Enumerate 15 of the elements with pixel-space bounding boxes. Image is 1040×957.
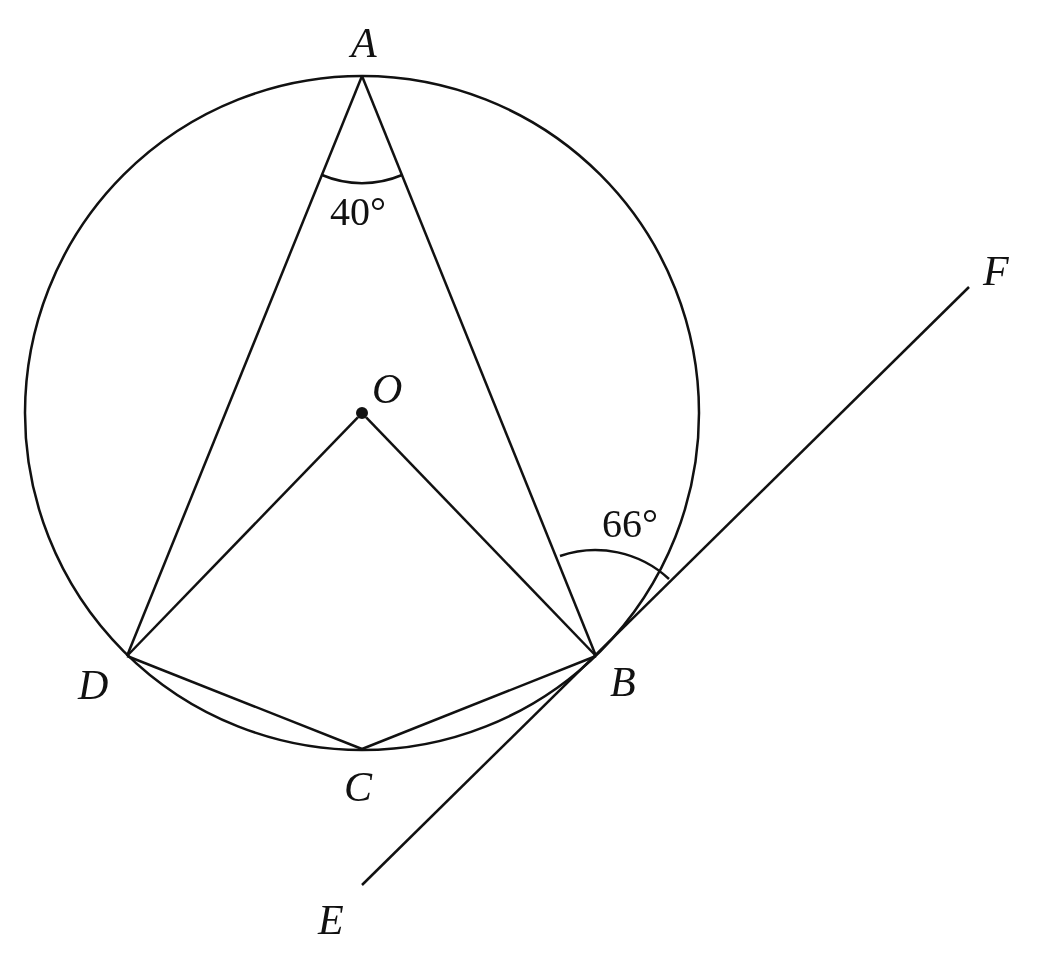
line-segment — [361, 286, 970, 886]
line-segment — [126, 654, 363, 751]
point-label: O — [356, 368, 408, 419]
point-label: B — [596, 656, 642, 702]
point-label: C — [340, 749, 380, 807]
angle-label: 40° — [330, 192, 386, 232]
line-segment — [361, 654, 597, 751]
line-segment — [365, 416, 597, 657]
point-label: D — [76, 656, 127, 704]
point-label: F — [969, 250, 1015, 287]
line-segment — [126, 416, 359, 657]
angle-label: 66° — [602, 504, 658, 544]
line-segment — [125, 75, 364, 657]
point-label: A — [345, 20, 381, 76]
point-label: E — [316, 885, 362, 941]
